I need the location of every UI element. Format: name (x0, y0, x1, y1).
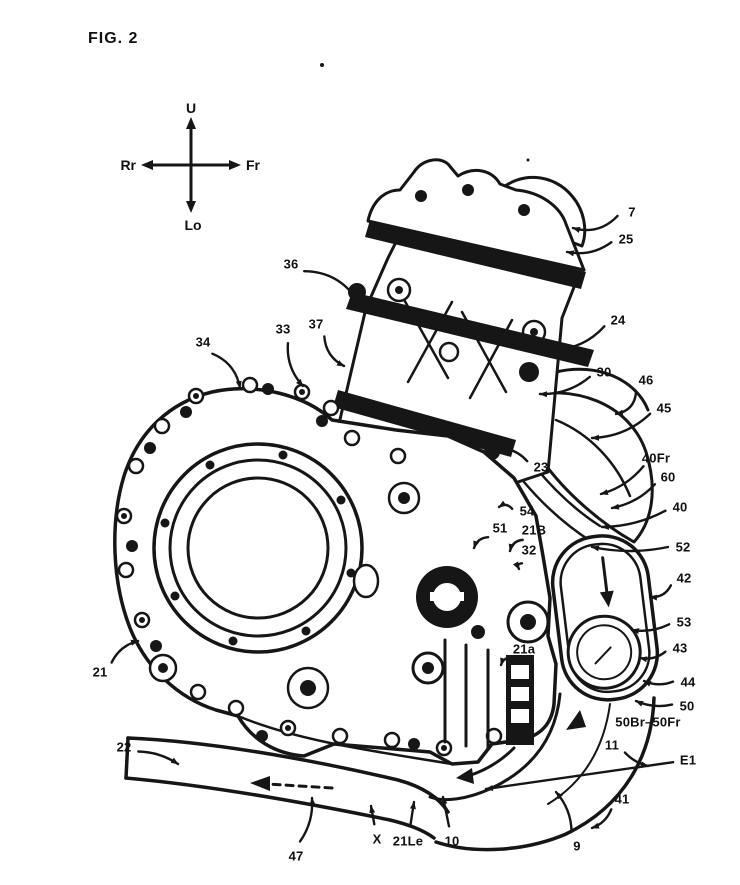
head-fin-bands (333, 220, 594, 457)
up-arrow (186, 117, 196, 129)
ref-label-53: 53 (676, 614, 692, 630)
ref-label-21: 21 (92, 664, 108, 680)
ref-label-60: 60 (660, 469, 676, 485)
leader-line (599, 465, 645, 496)
ref-label-40: 40 (672, 499, 688, 515)
leader-line (551, 325, 606, 353)
leader-line (298, 796, 316, 843)
leader-line (508, 538, 524, 553)
ref-label-41: 41 (614, 791, 630, 807)
leader-line (600, 509, 667, 530)
flow-arrow-left (266, 782, 334, 790)
leader-line (369, 804, 376, 826)
cylinder-head-cover (366, 158, 587, 272)
ref-label-40Fr: 40Fr (641, 450, 671, 466)
leader-line (211, 352, 242, 390)
leader-line (590, 412, 652, 441)
leader-line (565, 241, 613, 257)
flow-arrow-down (566, 710, 586, 730)
canister-flow-arrow (601, 556, 609, 595)
compass-front-label: Fr (246, 157, 261, 173)
case-bolts (115, 376, 503, 757)
ref-label-43: 43 (672, 640, 688, 656)
leader-line (638, 650, 667, 663)
compass-up-label: U (186, 100, 196, 116)
canister (550, 534, 660, 702)
ref-label-54: 54 (519, 503, 535, 519)
ref-label-50Br50Fr: 50Br–50Fr (615, 714, 681, 730)
ref-label-50: 50 (679, 698, 695, 714)
speck (526, 158, 530, 162)
ref-label-25: 25 (618, 231, 634, 247)
leader-line (590, 808, 613, 830)
orientation-compass: U Fr Rr Lo (120, 100, 260, 233)
leader-line (110, 639, 140, 664)
leader-line (497, 500, 514, 511)
leader-line (302, 269, 359, 302)
front-arrow (229, 160, 241, 170)
leader-line (494, 444, 529, 463)
ref-label-23: 23 (533, 459, 549, 475)
leader-line (642, 679, 675, 687)
rear-arrow (141, 160, 153, 170)
leader-line (648, 584, 673, 601)
ref-label-33: 33 (275, 321, 291, 337)
ref-label-37: 37 (308, 316, 324, 332)
exhaust-pipe (124, 736, 450, 840)
leader-line (472, 535, 490, 550)
ref-label-34: 34 (195, 334, 211, 350)
leader-line (499, 656, 513, 667)
leader-line (484, 760, 675, 791)
ref-label-21a: 21a (512, 641, 536, 657)
leader-line (286, 341, 305, 388)
compass-low-label: Lo (184, 217, 201, 233)
ref-label-21Le: 21Le (392, 833, 424, 849)
leader-line (634, 699, 674, 708)
ref-label-24: 24 (610, 312, 626, 328)
ref-label-44: 44 (680, 674, 696, 690)
leader-line (554, 790, 573, 834)
ref-label-52: 52 (675, 539, 691, 555)
speck (320, 63, 324, 67)
compass-rear-label: Rr (120, 157, 136, 173)
canister-end-cap (566, 614, 642, 690)
leader-line (630, 623, 671, 635)
linkage-cluster (411, 566, 550, 750)
ref-label-36: 36 (283, 256, 299, 272)
leader-line (512, 561, 524, 571)
leader-line (323, 335, 346, 368)
ref-label-11: 11 (604, 737, 620, 753)
leader-line (610, 483, 657, 510)
leader-line (538, 375, 592, 398)
ref-label-45: 45 (656, 400, 672, 416)
generator-cover (152, 442, 364, 654)
ref-label-22: 22 (116, 739, 132, 755)
leader-line (590, 545, 670, 553)
leader-line (623, 751, 650, 768)
leader-line (409, 800, 416, 828)
ref-label-46: 46 (638, 372, 654, 388)
ref-label-30: 30 (596, 364, 612, 380)
ref-label-32: 32 (521, 542, 537, 558)
ref-label-10: 10 (444, 833, 460, 849)
ref-label-X: X (372, 831, 382, 847)
leader-line (614, 390, 638, 416)
ref-label-E1: E1 (679, 752, 697, 768)
ref-label-9: 9 (573, 838, 581, 854)
leader-line (137, 750, 180, 766)
ref-label-51: 51 (492, 520, 508, 536)
ref-label-7: 7 (628, 204, 636, 220)
leader-line (441, 795, 451, 828)
ref-label-42: 42 (676, 570, 692, 586)
ref-label-47: 47 (288, 848, 304, 864)
leader-line (571, 214, 619, 233)
figure-title: FIG. 2 (88, 30, 139, 47)
ref-label-21B: 21B (521, 522, 547, 538)
low-arrow (186, 201, 196, 213)
